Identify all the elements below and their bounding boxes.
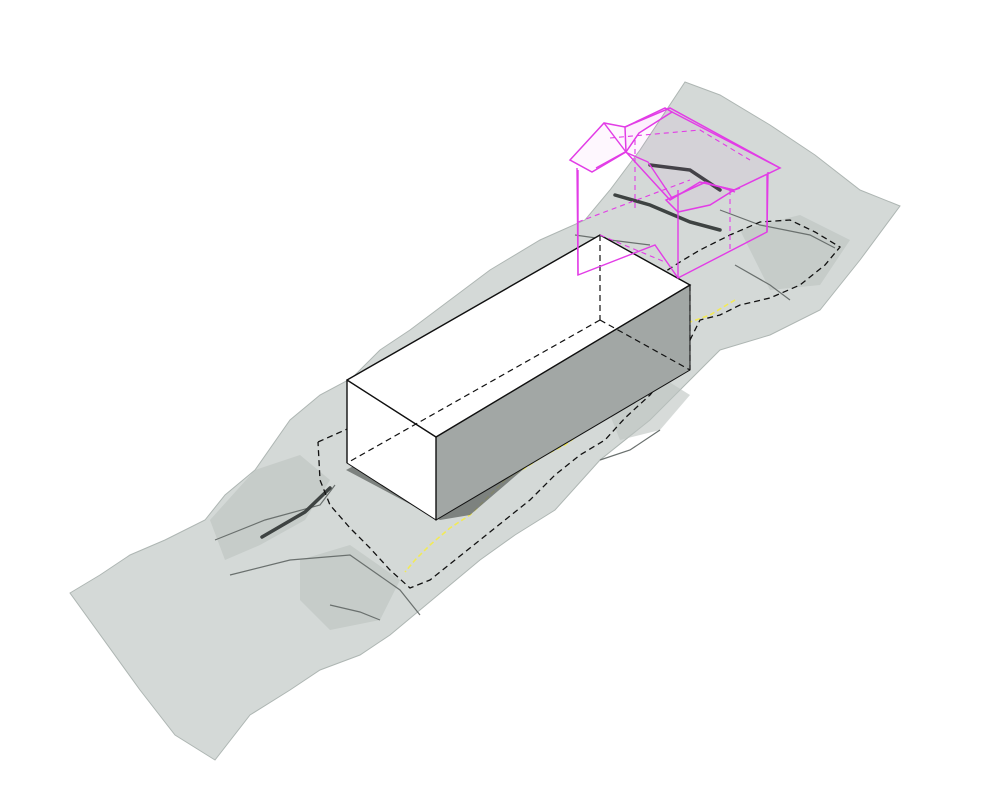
house-edge-hidden (599, 234, 666, 263)
house-roof-hidden (609, 129, 751, 161)
terrain-facet (210, 455, 330, 560)
house-roof-right (664, 182, 741, 213)
terrain-crease (599, 429, 661, 461)
existing-house (568, 107, 782, 279)
terrain-crease (214, 484, 336, 541)
proposed-block (346, 234, 692, 521)
terrain-crease (613, 193, 722, 232)
terrain-crease (734, 264, 791, 301)
house-ridge (603, 122, 627, 153)
terrain-crease (329, 604, 381, 621)
terrain-crease (260, 486, 332, 539)
block-outline (346, 234, 692, 463)
house-edge-hidden (577, 179, 691, 223)
terrain-crease (229, 554, 421, 616)
terrain-facet (740, 215, 850, 290)
terrain-facet (300, 545, 400, 630)
house-eave (595, 151, 736, 199)
terrain-crease (719, 209, 836, 249)
block-hidden-edge (346, 319, 601, 464)
block-hidden-edge (599, 319, 691, 371)
house-ridge (671, 111, 781, 169)
